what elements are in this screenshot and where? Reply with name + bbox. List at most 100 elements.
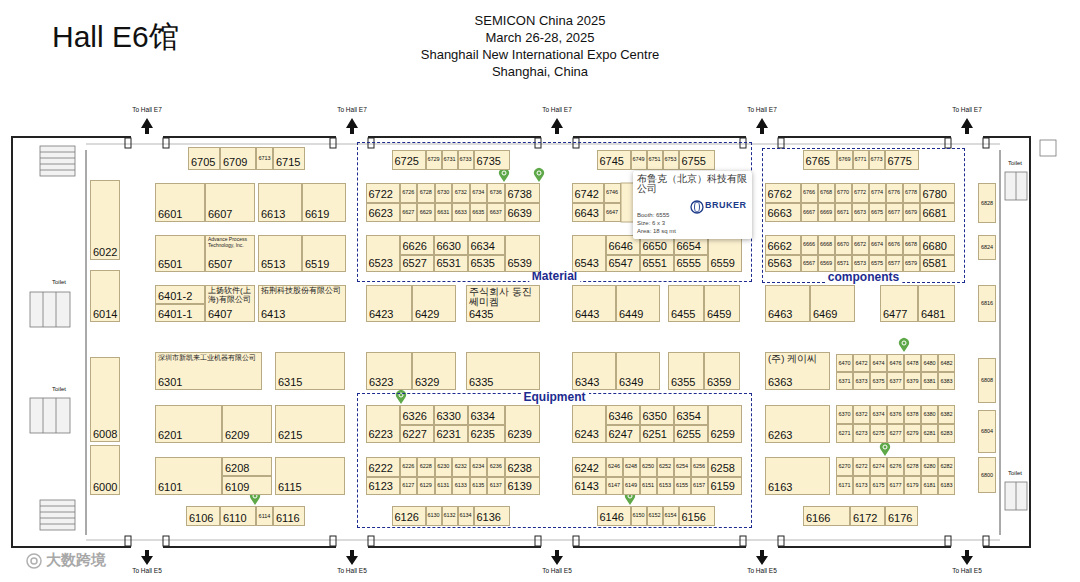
- booth-number: 6106: [189, 512, 213, 524]
- booth-number: 6349: [619, 376, 643, 388]
- booth: 6250: [640, 457, 657, 477]
- booth: 6577: [886, 255, 903, 272]
- booth: 6355: [668, 352, 704, 390]
- booth: 6375: [870, 372, 887, 390]
- booth-number: 6346: [609, 410, 633, 422]
- booth: 6478: [904, 354, 921, 372]
- booth: 6567: [801, 255, 818, 272]
- booth-number: 6373: [855, 378, 867, 384]
- map-label: Shanghai, China: [492, 65, 588, 80]
- booth: 6401-2: [155, 285, 205, 304]
- booth: 6828: [978, 183, 996, 223]
- booth-number: 6480: [923, 360, 935, 366]
- booth: 6222: [366, 457, 400, 477]
- booth-number: 6476: [889, 360, 901, 366]
- booth-number: 6126: [395, 511, 419, 523]
- booth-number: 6130: [427, 512, 439, 518]
- booth-number: 6370: [838, 411, 850, 417]
- booth-number: 6513: [261, 258, 285, 270]
- booth-number: 6116: [276, 512, 300, 524]
- booth: 6008: [90, 357, 120, 442]
- booth: 6607: [205, 183, 255, 222]
- booth-number: 6226: [402, 463, 414, 469]
- booth-number: 6175: [872, 482, 884, 488]
- booth: 6527: [400, 255, 434, 272]
- booth-number: 6137: [490, 482, 502, 488]
- booth-number: 6238: [508, 462, 532, 474]
- booth-number: 6773: [870, 156, 882, 162]
- booth: 6401-1: [155, 304, 205, 322]
- booth: 6239: [505, 405, 540, 443]
- booth: 6753: [663, 150, 679, 170]
- exhibitor-name: 上扬软件(上海)有限公司: [208, 287, 254, 305]
- booth-number: 6567: [803, 260, 815, 266]
- booth-number: 6459: [707, 308, 731, 320]
- booth-number: 6607: [208, 208, 232, 220]
- booth-number: 6735: [477, 155, 501, 167]
- booth: 6476: [887, 354, 904, 372]
- booth: 6519: [302, 235, 346, 272]
- booth: 6381: [921, 372, 938, 390]
- booth-number: 6252: [659, 463, 671, 469]
- booth: 6181: [921, 476, 938, 495]
- booth-number: 6663: [768, 207, 792, 219]
- booth: 6247: [606, 425, 640, 443]
- booth-number: 6804: [981, 428, 993, 434]
- booth: 6235: [468, 425, 505, 443]
- booth-number: 6423: [369, 308, 393, 320]
- booth: 6254: [674, 457, 691, 477]
- booth: 6668: [818, 235, 835, 255]
- booth: 6135: [470, 477, 488, 495]
- map-label: To Hall E5: [337, 567, 367, 574]
- map-label: To Hall E5: [747, 567, 777, 574]
- booth-number: 6235: [471, 428, 495, 440]
- booth-number: 6581: [923, 257, 947, 269]
- booth: 6270: [836, 457, 853, 476]
- map-label: To Hall E7: [952, 106, 982, 113]
- booth: 6773: [869, 150, 885, 170]
- booth-number: 6780: [923, 188, 947, 200]
- booth-number: 6824: [981, 244, 993, 250]
- booth: 6143: [572, 477, 606, 495]
- booth-number: 6247: [609, 428, 633, 440]
- booth-number: 6343: [575, 376, 599, 388]
- booth: 6150: [631, 506, 647, 526]
- booth: 6209: [222, 405, 272, 443]
- booth-number: 6742: [575, 188, 599, 200]
- booth-number: 6677: [888, 209, 900, 215]
- watermark-icon: [27, 554, 41, 568]
- booth: 6480: [921, 354, 938, 372]
- map-label: To Hall E5: [132, 567, 162, 574]
- booth-number: 6401-2: [158, 290, 192, 302]
- booth: 6680: [920, 235, 955, 255]
- booth-number: 6680: [923, 240, 947, 252]
- booth-number: 6228: [420, 463, 432, 469]
- booth-number: 6800: [981, 472, 993, 478]
- booth: 6662: [765, 235, 801, 255]
- booth-number: 6380: [923, 411, 935, 417]
- booth: 6751: [647, 150, 663, 170]
- booth: 6675: [869, 203, 886, 222]
- booth-number: 6236: [490, 463, 502, 469]
- booth-number: 6275: [872, 430, 884, 436]
- booth-number: 6123: [369, 480, 393, 492]
- hall-zone: components676567696771677367756762676667…: [762, 148, 965, 283]
- exhibitor-name: (주) 케이씨: [768, 354, 817, 364]
- booth-number: 6371: [838, 378, 850, 384]
- booth-number: 6014: [93, 308, 117, 320]
- booth-number: 6259: [711, 428, 735, 440]
- booth-number: 6733: [459, 156, 471, 162]
- booth: 6228: [417, 457, 435, 477]
- booth: 6134: [458, 506, 474, 526]
- booth-number: 6255: [677, 428, 701, 440]
- booth-number: 6359: [707, 376, 731, 388]
- booth: 6559: [708, 235, 742, 272]
- booth: 6513: [258, 235, 302, 272]
- booth: 6152: [647, 506, 663, 526]
- booth-number: 6629: [420, 209, 432, 215]
- exhibitor-name: 拓荆科技股份有限公司: [261, 287, 341, 296]
- booth: 6326: [400, 405, 434, 425]
- booth-number: 6381: [923, 378, 935, 384]
- booth: 6176: [885, 506, 918, 526]
- booth-number: 6672: [854, 241, 866, 247]
